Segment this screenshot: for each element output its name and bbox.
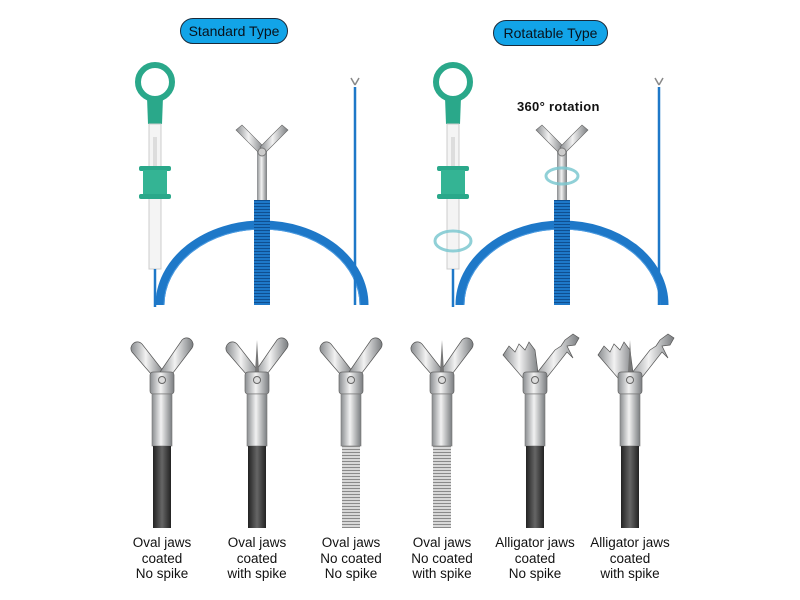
variant-coating: coated <box>141 550 183 566</box>
variant-coating: coated <box>236 550 278 566</box>
variant-spike: No spike <box>324 566 378 581</box>
rotation-arrow-icon <box>433 166 580 253</box>
rotation-note: 360° rotation <box>517 99 600 114</box>
variant-jaws: Oval jaws <box>132 535 192 550</box>
variant-spike: No spike <box>135 566 189 581</box>
variant-spike: No spike <box>508 566 562 581</box>
variant-jaws: Oval jaws <box>412 535 472 550</box>
variant-coating: No coated <box>411 550 473 566</box>
rotatable-sheath-forceps <box>460 125 664 305</box>
variant-jaws: Oval jaws <box>227 535 287 550</box>
standard-sheath-forceps <box>160 125 364 305</box>
variant-coating: No coated <box>320 550 382 566</box>
variant-jaws: Alligator jaws <box>590 535 670 550</box>
variant-spike: with spike <box>600 566 660 581</box>
forceps-1 <box>130 337 194 528</box>
variant-spike: with spike <box>227 566 287 581</box>
forceps-2 <box>225 337 289 528</box>
variant-spike: with spike <box>412 566 472 581</box>
variant-coating: coated <box>514 550 556 566</box>
forceps-variants <box>130 333 675 528</box>
rotatable-type-badge: Rotatable Type <box>493 20 608 46</box>
forceps-3 <box>319 337 383 528</box>
forceps-4 <box>410 337 474 528</box>
variant-jaws: Alligator jaws <box>495 535 575 550</box>
forceps-5 <box>502 333 580 528</box>
standard-type-badge: Standard Type <box>180 18 288 44</box>
variant-jaws: Oval jaws <box>321 535 381 550</box>
variant-coating: coated <box>609 550 651 566</box>
forceps-6 <box>597 333 675 528</box>
